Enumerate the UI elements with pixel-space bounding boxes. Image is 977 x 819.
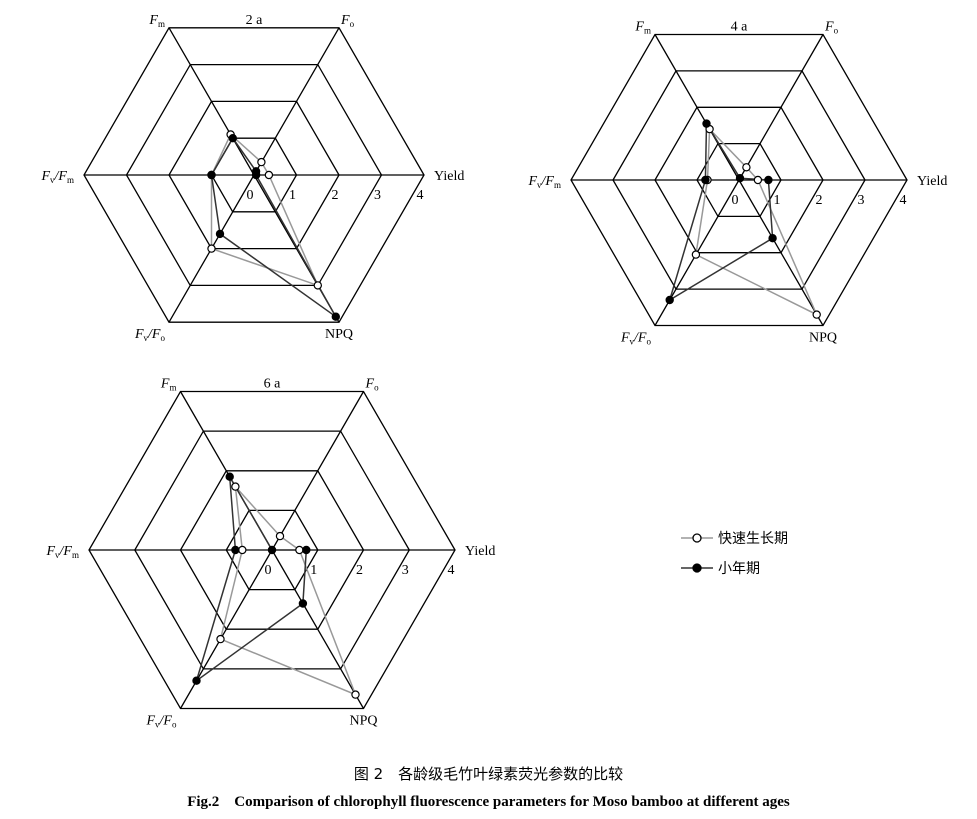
point-off_year-FvFo (192, 676, 201, 685)
point-fast_growth-Yield (264, 170, 274, 180)
axis-label-Fm: Fm (148, 13, 165, 29)
point-off_year-Fo (735, 173, 745, 183)
spoke-Fm (168, 27, 255, 176)
panel-title: 4 a (731, 20, 749, 35)
point-off_year-FvFo (665, 295, 674, 305)
axis-label-FvFm: Fv/Fm (45, 544, 79, 560)
tick-label-2: 2 (356, 563, 363, 578)
tick-label-2: 2 (332, 188, 339, 203)
spoke-Fo (253, 27, 340, 176)
open-circle-marker-icon (681, 533, 713, 543)
point-fast_growth-Fo (742, 163, 751, 172)
point-off_year-NPQ (298, 599, 308, 608)
series-line-off_year (210, 136, 337, 318)
tick-label-4: 4 (417, 188, 424, 203)
legend-label-fast-growth: 快速生长期 (718, 531, 788, 547)
axis-label-NPQ: NPQ (809, 331, 837, 346)
axis-label-FvFm: Fv/Fm (40, 169, 74, 185)
spoke-Fm (654, 34, 740, 181)
point-off_year-Yield (764, 175, 773, 185)
spoke-Fo (738, 34, 824, 181)
axis-label-NPQ: NPQ (325, 327, 353, 342)
tick-label-1: 1 (310, 563, 317, 578)
panel-title: 6 a (264, 377, 282, 392)
tick-label-3: 3 (402, 563, 409, 578)
tick-label-0: 0 (247, 188, 254, 203)
series-line-off_year (195, 476, 308, 683)
tick-label-0: 0 (265, 563, 272, 578)
legend: 快速生长期 小年期 (680, 528, 850, 588)
tick-label-4: 4 (900, 193, 907, 208)
axis-label-FvFm: Fv/Fm (527, 174, 561, 190)
point-off_year-NPQ (768, 233, 777, 243)
point-off_year-FvFm (207, 170, 216, 180)
axis-label-FvFo: Fv/Fo (620, 331, 652, 347)
point-fast_growth-FvFo (207, 244, 216, 253)
axis-label-Fm: Fm (634, 20, 651, 36)
series-line-fast_growth (219, 484, 357, 696)
tick-label-3: 3 (858, 193, 865, 208)
point-off_year-Fo (267, 545, 277, 555)
legend-label-off-year: 小年期 (718, 561, 760, 577)
axis-label-NPQ: NPQ (349, 714, 377, 729)
point-fast_growth-Fm (231, 482, 240, 491)
point-off_year-FvFo (215, 229, 225, 239)
point-off_year-FvFm (701, 175, 710, 185)
point-fast_growth-NPQ (812, 310, 821, 319)
point-fast_growth-FvFo (216, 634, 225, 644)
point-fast_growth-Fo (275, 531, 285, 541)
point-fast_growth-Fo (257, 157, 266, 167)
tick-label-1: 1 (774, 193, 781, 208)
axis-label-Fo: Fo (340, 13, 355, 29)
point-off_year-Fm (228, 133, 237, 143)
axis-label-Fm: Fm (160, 377, 177, 393)
legend-item-off-year: 小年期 (680, 558, 760, 578)
legend-item-fast-growth: 快速生长期 (680, 528, 788, 548)
point-fast_growth-Yield (295, 545, 304, 555)
caption-english: Fig.2 Comparison of chlorophyll fluoresc… (187, 794, 790, 810)
point-off_year-Fm (225, 472, 234, 481)
tick-label-3: 3 (374, 188, 381, 203)
axis-label-Fo: Fo (824, 20, 839, 36)
point-off_year-Yield (302, 545, 311, 555)
axis-label-Yield: Yield (917, 174, 947, 189)
point-off_year-FvFm (231, 545, 240, 555)
axis-label-Yield: Yield (434, 169, 464, 184)
figure-caption: 图 2 各龄级毛竹叶绿素荧光参数的比较 Fig.2 Comparison of … (0, 763, 977, 811)
point-fast_growth-NPQ (351, 690, 360, 699)
caption-chinese: 图 2 各龄级毛竹叶绿素荧光参数的比较 (353, 765, 624, 783)
tick-label-1: 1 (289, 188, 296, 203)
spoke-NPQ (738, 179, 824, 326)
point-off_year-Fm (702, 119, 711, 128)
point-off_year-NPQ (331, 312, 340, 321)
point-fast_growth-FvFm (238, 545, 247, 555)
point-fast_growth-NPQ (313, 281, 322, 290)
axis-label-Fo: Fo (365, 377, 380, 393)
panel-title: 2 a (246, 13, 264, 28)
filled-circle-marker-icon (681, 563, 713, 573)
axis-label-Yield: Yield (465, 544, 495, 559)
point-fast_growth-Yield (753, 175, 763, 185)
axis-label-FvFo: Fv/Fo (134, 327, 166, 343)
point-fast_growth-FvFo (691, 250, 701, 259)
axis-label-FvFo: Fv/Fo (145, 714, 177, 730)
spoke-NPQ (271, 549, 365, 709)
spoke-Fo (271, 391, 365, 551)
tick-label-0: 0 (732, 193, 739, 208)
point-off_year-Fo (251, 167, 261, 176)
tick-label-4: 4 (448, 563, 455, 578)
tick-label-2: 2 (816, 193, 823, 208)
